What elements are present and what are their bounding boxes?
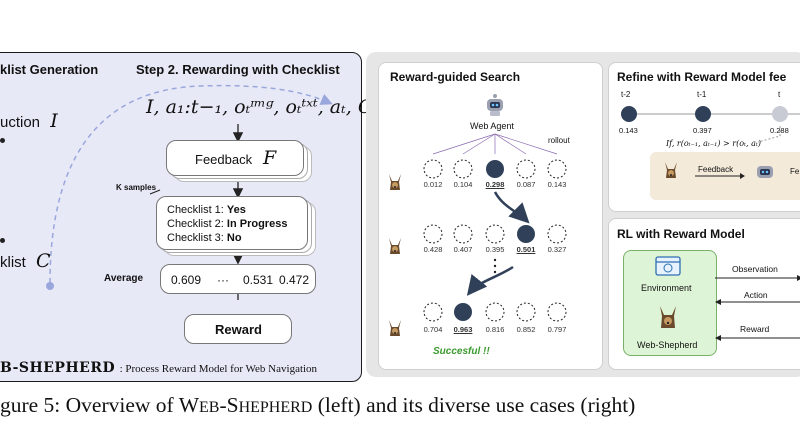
row2-value: 0.327	[547, 245, 567, 254]
web-shepherd-label: Web-Shepherd	[637, 340, 698, 350]
row3-value-selected: 0.963	[453, 325, 473, 334]
t-value: 0.143	[619, 126, 638, 135]
row1-value: 0.104	[453, 180, 473, 189]
checklist-item-2: Checklist 2: In Progress	[167, 218, 288, 230]
t-label: t	[778, 90, 781, 99]
refine-timeline	[621, 106, 800, 200]
shepherd-dog-icon	[665, 162, 677, 178]
rl-arrows	[715, 275, 800, 341]
web-agent-label: Web Agent	[470, 121, 514, 131]
shepherd-dog-icon	[389, 238, 401, 254]
average-label: Average	[104, 273, 144, 284]
refine-condition: If, r(oₜ₋₁, aₜ₋₁) > r(oₜ, aₜ)	[666, 139, 761, 148]
reward-input-formula: I, a₁:t−₁, oₜᶦᵐᵍ, oₜᵗˣᵗ, aₜ, C	[146, 96, 373, 118]
row1-value: 0.012	[423, 180, 443, 189]
t-value: 0.288	[770, 126, 789, 135]
refine-title: Refine with Reward Model fee	[617, 70, 787, 84]
checklist-item-3: Checklist 3: No	[167, 232, 242, 244]
rollout-label: rollout	[548, 136, 570, 145]
refine-fe-label: Fe	[790, 167, 800, 176]
browser-window-icon	[655, 256, 681, 276]
row2-value-selected: 0.501	[516, 245, 536, 254]
feedback-arrow	[695, 173, 745, 179]
observation-label: Observation	[732, 264, 778, 274]
row1-value-selected: 0.298	[485, 180, 505, 189]
step2-title: Step 2. Rewarding with Checklist	[136, 62, 340, 77]
checklist-box: Checklist 1: Yes Checklist 2: In Progres…	[156, 196, 308, 250]
row1-value: 0.143	[547, 180, 567, 189]
k-samples-label: K samples	[116, 183, 157, 192]
t-label: t-2	[621, 90, 631, 99]
search-tree	[423, 133, 567, 322]
instruction-label: uction I	[0, 110, 58, 132]
t-label: t-1	[697, 90, 707, 99]
row2-value: 0.407	[453, 245, 473, 254]
search-title: Reward-guided Search	[390, 70, 521, 84]
row2-value: 0.428	[423, 245, 443, 254]
connector-dot	[0, 138, 5, 143]
environment-label: Environment	[641, 283, 692, 293]
row3-value: 0.852	[516, 325, 536, 334]
reward-box: Reward	[184, 314, 292, 344]
row3-value: 0.816	[485, 325, 505, 334]
checklist-item-1: Checklist 1: Yes	[167, 204, 246, 216]
shepherd-dog-icon	[389, 320, 401, 336]
action-label: Action	[744, 290, 768, 300]
rl-title: RL with Reward Model	[617, 227, 745, 241]
row2-value: 0.395	[485, 245, 505, 254]
average-box: 0.609 ··· 0.531 0.472	[160, 264, 316, 294]
shepherd-dog-icon	[660, 306, 676, 328]
reward-label: Reward	[740, 324, 770, 334]
row1-value: 0.087	[516, 180, 536, 189]
step1-title: klist Generation	[0, 62, 99, 77]
shepherd-dog-icon	[389, 174, 401, 190]
connector-dot	[0, 238, 5, 243]
row3-value: 0.704	[423, 325, 443, 334]
robot-icon	[487, 94, 503, 116]
refine-feedback-label: Feedback	[698, 165, 734, 174]
success-label: Succesful !!	[433, 346, 490, 357]
checklist-label: klist C	[0, 250, 51, 272]
robot-icon	[757, 166, 773, 178]
feedback-box: Feedback F	[166, 140, 304, 176]
t-value: 0.397	[693, 126, 712, 135]
left-footer: B-SHEPHERD : Process Reward Model for We…	[0, 360, 318, 376]
row3-value: 0.797	[547, 325, 567, 334]
figure-caption: igure 5: Overview of WEB-SHEPHERD (left)…	[0, 393, 636, 417]
